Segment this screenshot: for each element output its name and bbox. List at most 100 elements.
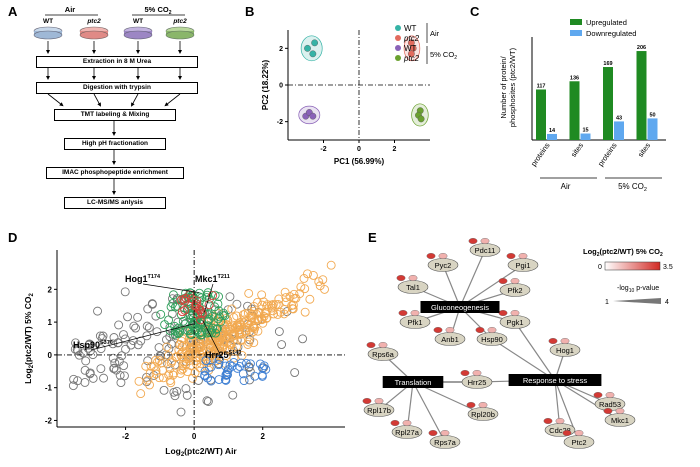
step-tmt-labeling: TMT labeling & Mixing bbox=[54, 109, 176, 121]
hub-box bbox=[508, 374, 602, 386]
scatter-point bbox=[187, 335, 197, 345]
scatter-point bbox=[298, 334, 308, 344]
scatter-point bbox=[74, 350, 84, 360]
scatter-point bbox=[282, 307, 292, 317]
scatter-point bbox=[162, 335, 171, 345]
y-axis-label: Number of protein/phosphosites (ptc2/WT) bbox=[499, 47, 517, 127]
annotation-label: Hrr25S143 bbox=[205, 350, 241, 360]
scatter-point bbox=[154, 343, 164, 352]
scatter-point bbox=[117, 351, 127, 361]
scatter-point bbox=[80, 365, 90, 375]
x-axis-label: Log2(ptc2/WT) Air bbox=[165, 446, 237, 458]
scatter-point bbox=[188, 373, 197, 383]
pvalue-width-wedge bbox=[613, 298, 661, 304]
scatter-point bbox=[228, 343, 237, 353]
scatter-point bbox=[160, 320, 170, 330]
scatter-point bbox=[183, 367, 192, 377]
phosphosite-marker bbox=[366, 341, 376, 348]
scatter-point bbox=[84, 340, 94, 350]
phosphosite-marker bbox=[560, 337, 570, 344]
y-tick-label: -1 bbox=[45, 384, 53, 393]
scatter-point bbox=[250, 371, 260, 381]
legend-group-air: Air bbox=[430, 29, 440, 38]
phosphosite-marker bbox=[433, 326, 443, 333]
scatter-point bbox=[176, 407, 186, 417]
scatter-point bbox=[151, 311, 161, 321]
scatter-point bbox=[326, 260, 336, 270]
tube-label-wt-air: WT bbox=[43, 18, 53, 25]
pvalue-max-label: 4 bbox=[665, 299, 669, 306]
protein-label: Ptc2 bbox=[571, 438, 586, 447]
scatter-point bbox=[202, 396, 212, 406]
scatter-point bbox=[247, 310, 257, 319]
petri-dish-wt-air bbox=[33, 26, 63, 40]
legend-swatch bbox=[570, 19, 582, 25]
scatter-point bbox=[249, 322, 258, 331]
scatter-point bbox=[281, 293, 291, 302]
x-tick-label: sites bbox=[569, 141, 585, 159]
scatter-point bbox=[203, 397, 213, 406]
scatter-point bbox=[238, 369, 248, 379]
scatter-point bbox=[120, 287, 130, 297]
annotation-label: Hsp90S376 bbox=[73, 340, 113, 350]
scatter-point bbox=[157, 358, 167, 368]
x-tick-label: proteins bbox=[596, 141, 619, 168]
scatter-point bbox=[129, 321, 139, 331]
scatter-point bbox=[168, 298, 178, 308]
scatter-point bbox=[266, 300, 276, 310]
phosphosite-marker bbox=[472, 369, 482, 376]
network-edge bbox=[491, 338, 556, 381]
scatter-point bbox=[241, 358, 251, 368]
x-tick-label: proteins bbox=[529, 141, 552, 168]
phosphosite-marker bbox=[574, 429, 584, 436]
scatter-point bbox=[196, 330, 206, 340]
phosphosite-marker bbox=[396, 275, 406, 282]
scatter-point bbox=[268, 306, 278, 316]
scatter-point bbox=[201, 356, 211, 366]
scatter-point bbox=[243, 340, 253, 349]
step-extraction: Extraction in 8 M Urea bbox=[36, 56, 198, 68]
scatter-point bbox=[303, 269, 312, 279]
scatter-point bbox=[193, 344, 203, 354]
bar-value-label: 50 bbox=[649, 112, 655, 118]
scatter-point bbox=[211, 347, 221, 356]
scatter-point bbox=[200, 371, 210, 381]
legend-label: ptc2 bbox=[403, 34, 420, 43]
protein-label: Cdc28 bbox=[549, 426, 571, 435]
tube-label-ptc2-air: ptc2 bbox=[86, 18, 101, 25]
phosphosite-marker bbox=[593, 391, 603, 398]
phosphosite-marker bbox=[498, 278, 508, 285]
step-imac: IMAC phosphopeptide enrichment bbox=[46, 167, 184, 179]
group-label-co2: 5% CO2 bbox=[618, 182, 647, 193]
scatter-point bbox=[244, 321, 254, 330]
scatter-point bbox=[166, 378, 176, 388]
scatter-point bbox=[170, 391, 180, 401]
scatter-point bbox=[164, 370, 174, 380]
legend-marker bbox=[395, 25, 401, 31]
scatter-point bbox=[136, 389, 146, 399]
scatter-point bbox=[249, 338, 259, 348]
scatter-point bbox=[98, 331, 108, 341]
phosphosite-marker bbox=[603, 407, 613, 414]
protein-label: Pfk2 bbox=[507, 286, 522, 295]
scatter-point bbox=[128, 336, 138, 346]
scatter-point bbox=[123, 312, 133, 322]
scale-max-label: 3.5 bbox=[663, 264, 673, 271]
scatter-point bbox=[85, 368, 95, 378]
scatter-point bbox=[170, 326, 180, 336]
scatter-point bbox=[108, 339, 118, 349]
scatter-point bbox=[153, 357, 162, 367]
scatter-point bbox=[96, 364, 106, 374]
scatter-point bbox=[216, 317, 226, 326]
network-edge bbox=[442, 264, 461, 308]
scatter-point bbox=[190, 316, 200, 326]
scatter-point bbox=[257, 290, 267, 300]
scatter-point bbox=[109, 363, 119, 373]
scatter-point bbox=[224, 322, 234, 332]
scatter-point bbox=[314, 277, 324, 287]
scatter-point bbox=[71, 338, 80, 348]
scatter-point bbox=[240, 309, 250, 319]
panel-label-a: A bbox=[8, 4, 18, 19]
